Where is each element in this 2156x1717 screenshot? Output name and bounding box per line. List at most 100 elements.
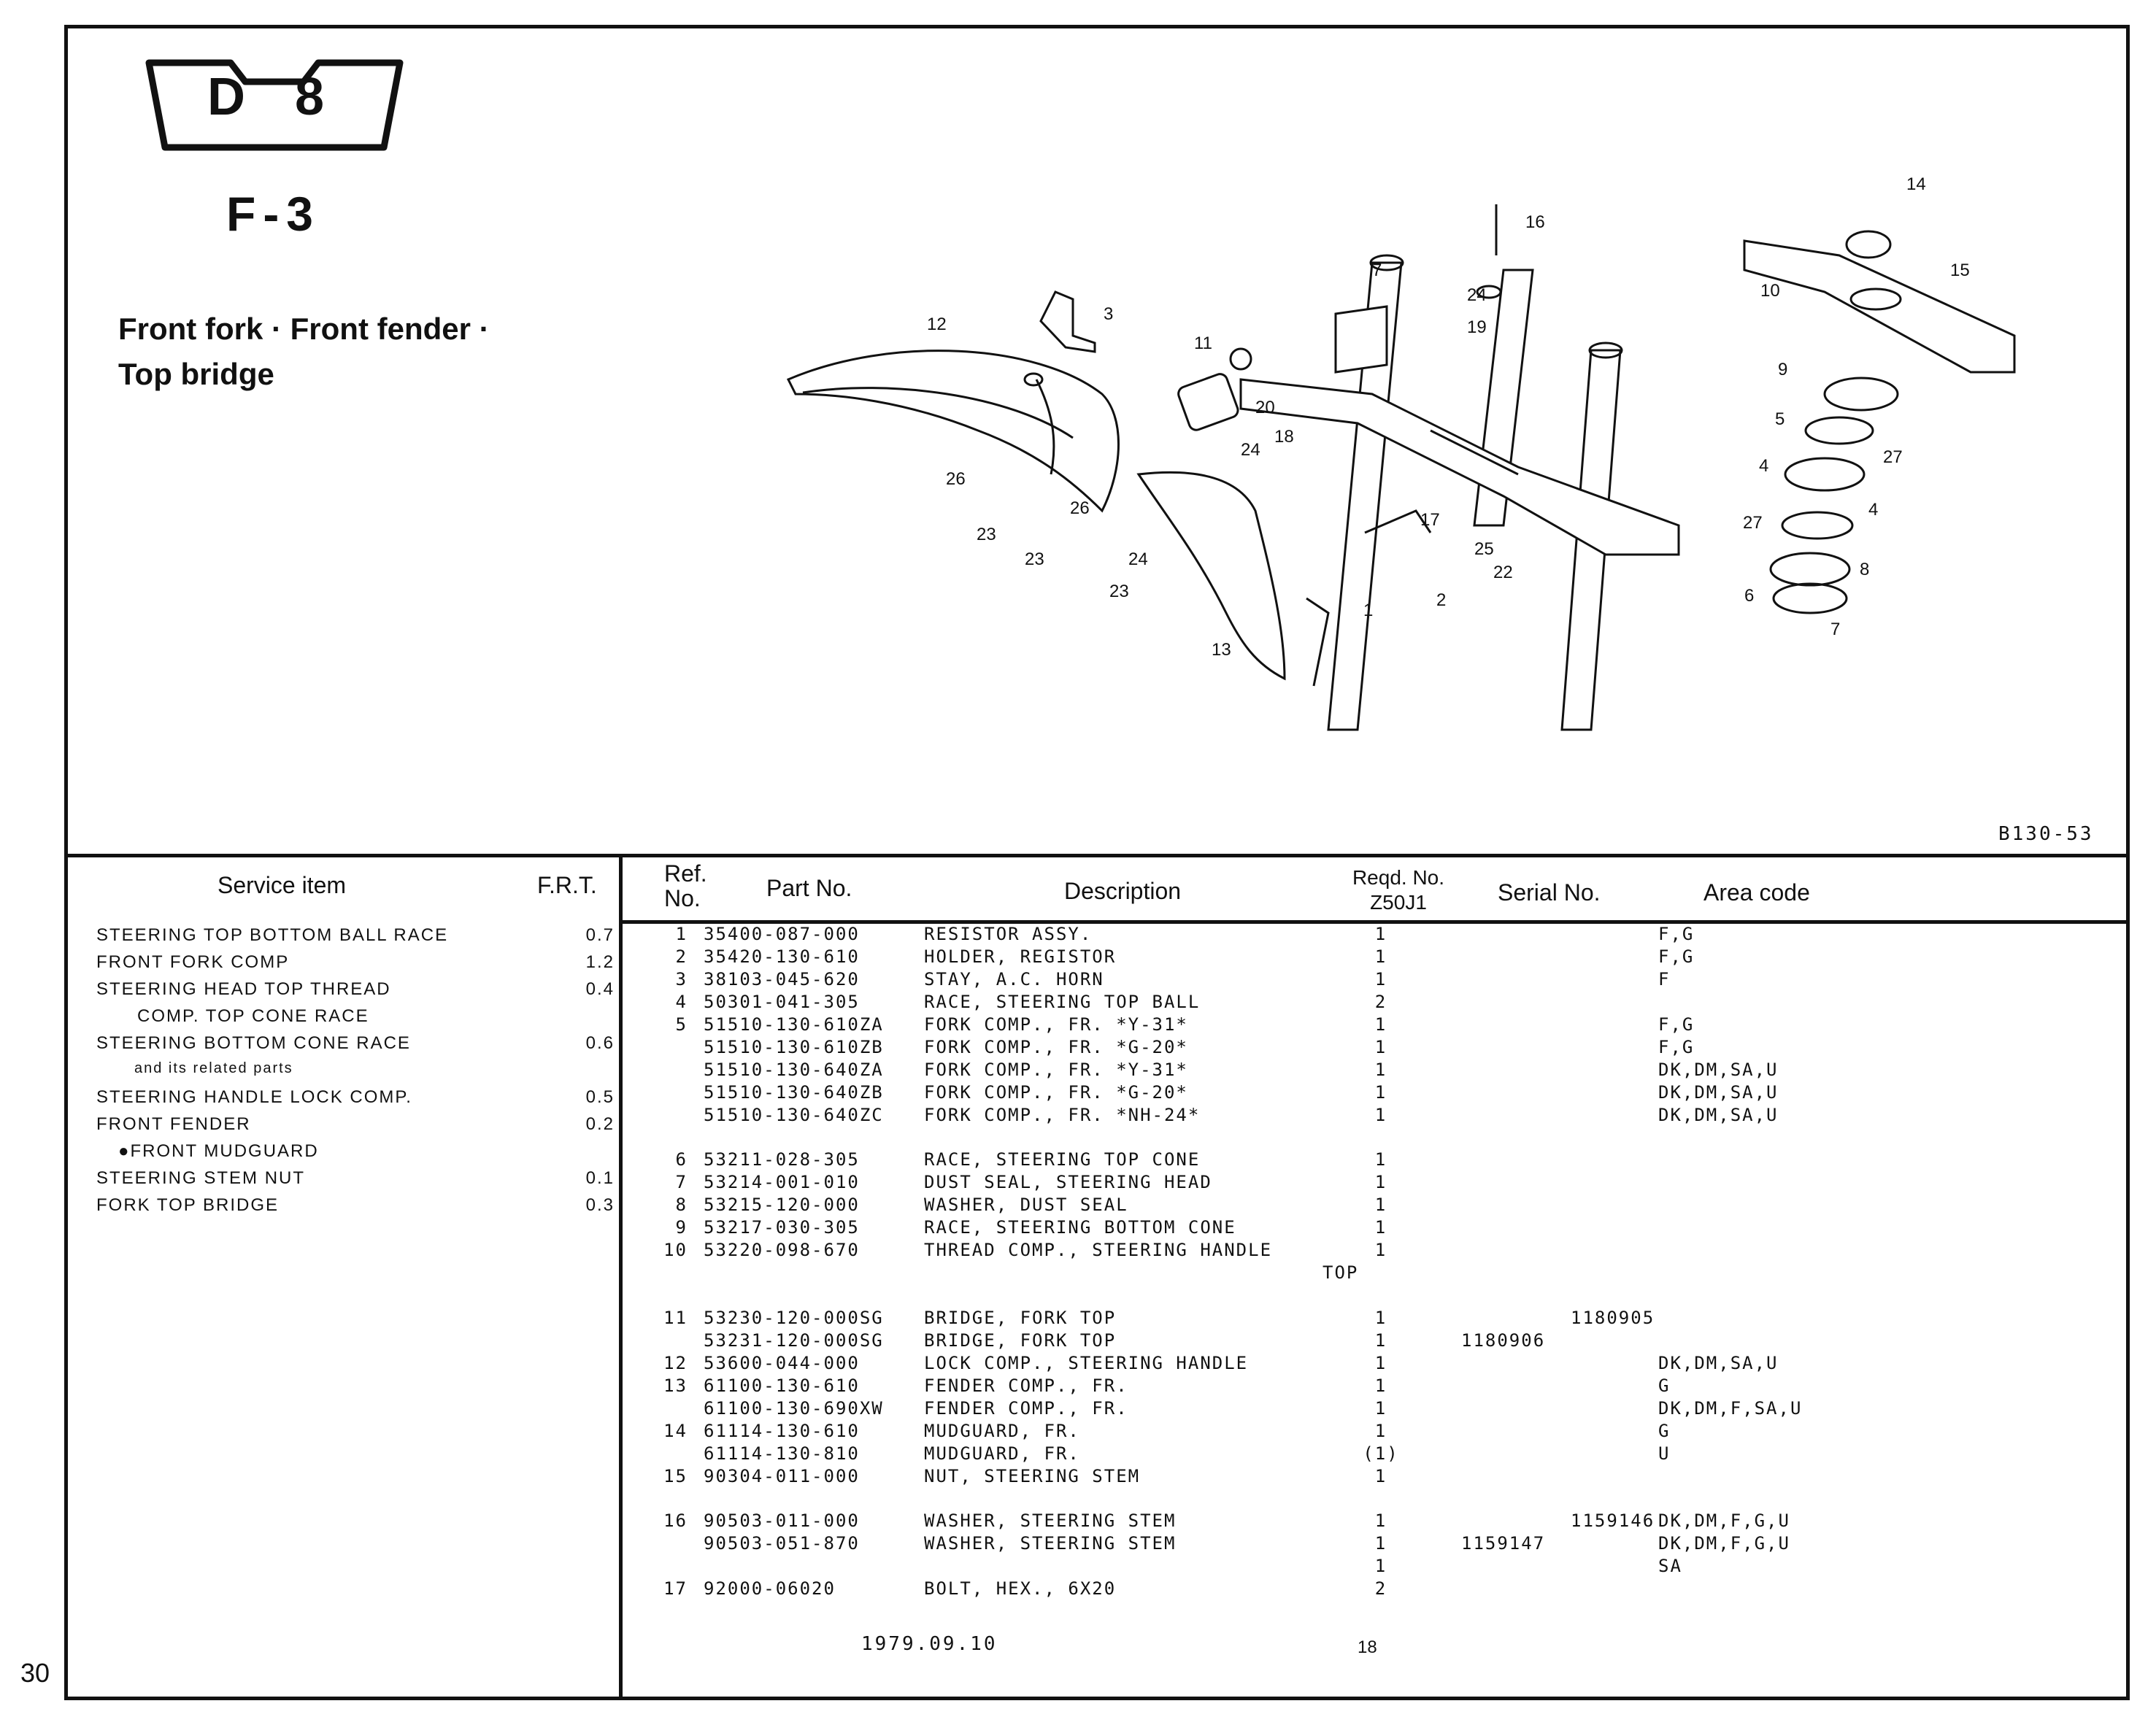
reqd-header-line1: Reqd. No. [1352, 866, 1445, 889]
callout-18: 17 [1420, 510, 1440, 530]
part-no: 53211-028-305 [704, 1149, 860, 1170]
reqd-qty: 1 [1374, 1308, 1387, 1328]
reqd-qty: 1 [1374, 1195, 1387, 1215]
description: FORK COMP., FR. *NH-24* [924, 1105, 1201, 1125]
area-code: G [1658, 1375, 1671, 1396]
description: LOCK COMP., STEERING HANDLE [924, 1353, 1249, 1373]
ref-no: 16 [663, 1510, 688, 1531]
part-no: 35400-087-000 [704, 924, 860, 944]
callout-13: 12 [927, 315, 947, 334]
page-title: Front fork · Front fender · Top bridge [118, 306, 490, 397]
part-no: 53600-044-000 [704, 1353, 860, 1373]
reqd-header-line2: Z50J1 [1370, 891, 1427, 914]
callout-14: 13 [1212, 640, 1231, 660]
callout-24b: 24 [1241, 440, 1260, 460]
description: RESISTOR ASSY. [924, 924, 1093, 944]
service-item-row: ●FRONT MUDGUARD [118, 1141, 319, 1162]
area-code-header: Area code [1703, 879, 1810, 906]
description: FENDER COMP., FR. [924, 1398, 1128, 1419]
ref-no: 8 [675, 1195, 688, 1215]
reqd-qty: 1 [1374, 1533, 1387, 1554]
area-code: F,G [1658, 924, 1695, 944]
ref-no: 4 [675, 992, 688, 1012]
reqd-qty: 1 [1374, 1398, 1387, 1419]
service-item-name: ●FRONT MUDGUARD [118, 1141, 319, 1161]
ref-header-line2: No. [664, 885, 701, 911]
area-code: DK,DM,F,G,U [1658, 1510, 1790, 1531]
ref-no: 1 [675, 924, 688, 944]
ref-no: 2 [675, 946, 688, 967]
footer-page: 18 [1358, 1637, 1377, 1657]
part-no: 90503-011-000 [704, 1510, 860, 1531]
ref-header-line1: Ref. [664, 860, 707, 887]
section-code: F-3 [226, 187, 320, 241]
part-no: 61114-130-810 [704, 1443, 860, 1464]
reqd-qty: 1 [1374, 1421, 1387, 1441]
service-item-name: FORK TOP BRIDGE [96, 1195, 280, 1215]
service-item-name: and its related parts [134, 1060, 293, 1076]
reqd-qty: 1 [1374, 1082, 1387, 1103]
callout-8: 7 [1830, 620, 1840, 639]
callout-27b: 27 [1743, 513, 1763, 533]
ref-no: 6 [675, 1149, 688, 1170]
title-line-1: Front fork · Front fender · [118, 312, 490, 346]
description: HOLDER, REGISTOR [924, 946, 1117, 967]
callout-2: 2 [1436, 590, 1446, 610]
ref-no: 9 [675, 1217, 688, 1238]
service-item-frt: 0.5 [585, 1087, 615, 1107]
area-code: DK,DM,SA,U [1658, 1105, 1779, 1125]
description: FORK COMP., FR. *G-20* [924, 1037, 1188, 1057]
small-hardware-drawing [1306, 204, 1519, 687]
serial-no: 1180905 [1571, 1308, 1655, 1328]
part-no: 61100-130-610 [704, 1375, 860, 1396]
ref-no: 11 [663, 1308, 688, 1328]
area-code: DK,DM,F,SA,U [1658, 1398, 1803, 1419]
service-item-row: and its related parts [134, 1060, 293, 1077]
ref-no: 7 [675, 1172, 688, 1192]
service-item-name: FRONT FENDER [96, 1114, 251, 1134]
description: RACE, STEERING TOP BALL [924, 992, 1201, 1012]
callout-11: 10 [1760, 281, 1780, 301]
part-no: 53230-120-000SG [704, 1308, 884, 1328]
area-code: DK,DM,SA,U [1658, 1082, 1779, 1103]
service-item-header: Service item [217, 872, 347, 898]
callout-9: 8 [1860, 560, 1869, 579]
callout-10: 9 [1778, 360, 1787, 379]
reqd-qty: (1) [1363, 1443, 1399, 1464]
service-item-frt: 1.2 [585, 952, 615, 972]
callout-27a: 27 [1883, 447, 1903, 467]
callout-3: 3 [1104, 304, 1113, 324]
part-no: 90304-011-000 [704, 1466, 860, 1486]
service-item-name: STEERING HEAD TOP THREAD [96, 979, 391, 999]
part-no-header: Part No. [766, 875, 852, 901]
description: BRIDGE, FORK TOP [924, 1308, 1117, 1328]
part-no: 51510-130-640ZB [704, 1082, 884, 1103]
ref-header: Ref. No. [664, 861, 707, 911]
part-no: 61114-130-610 [704, 1421, 860, 1441]
callout-26b: 26 [1070, 498, 1090, 518]
service-item-frt: 0.7 [585, 925, 615, 945]
description: BOLT, HEX., 6X20 [924, 1578, 1117, 1599]
section-badge-icon [145, 59, 404, 151]
area-code: F,G [1658, 946, 1695, 967]
callout-4b: 4 [1868, 500, 1878, 520]
ref-no: 10 [663, 1240, 688, 1260]
service-item-frt: 0.6 [585, 1033, 615, 1053]
mudguard-drawing [1136, 471, 1286, 681]
reqd-qty: 1 [1374, 1556, 1387, 1576]
callout-23a: 23 [977, 525, 996, 544]
callout-25: 25 [1474, 539, 1494, 559]
service-item-frt: 0.1 [585, 1168, 615, 1188]
reqd-qty: 2 [1374, 992, 1387, 1012]
description: STAY, A.C. HORN [924, 969, 1104, 989]
reqd-qty: 1 [1374, 1510, 1387, 1531]
divider-diagram-table [64, 854, 2130, 857]
reqd-qty: 1 [1374, 1105, 1387, 1125]
description: WASHER, DUST SEAL [924, 1195, 1128, 1215]
description-header: Description [1064, 878, 1182, 904]
callout-4a: 4 [1759, 456, 1768, 476]
